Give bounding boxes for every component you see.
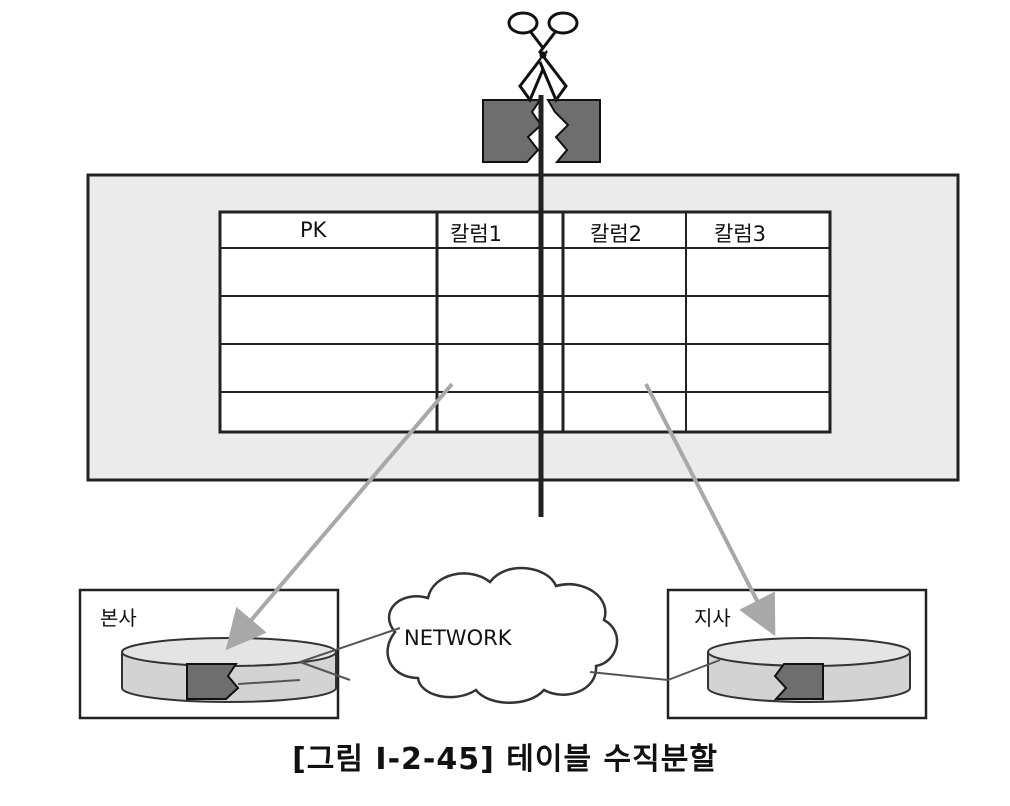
torn-block-icon [482,99,601,163]
hq-label: 본사 [100,606,137,630]
arrow-to-branch [644,383,776,637]
network-label: NETWORK [404,626,512,650]
column-header-pk: PK [300,218,327,242]
hq-database-icon [121,637,337,703]
arrow-to-hq [225,382,454,651]
column-header-2: 칼럼2 [590,222,643,246]
network-cloud-icon [386,566,619,704]
column-header-3: 칼럼3 [714,222,767,246]
column-header-1: 칼럼1 [450,222,503,246]
network-links [237,627,721,685]
scissors-icon [507,11,579,104]
figure-caption: [그림 Ⅰ-2-45] 테이블 수직분할 [292,742,718,777]
branch-label: 지사 [694,606,731,630]
branch-database-icon [707,637,911,703]
table-grid [218,210,832,434]
